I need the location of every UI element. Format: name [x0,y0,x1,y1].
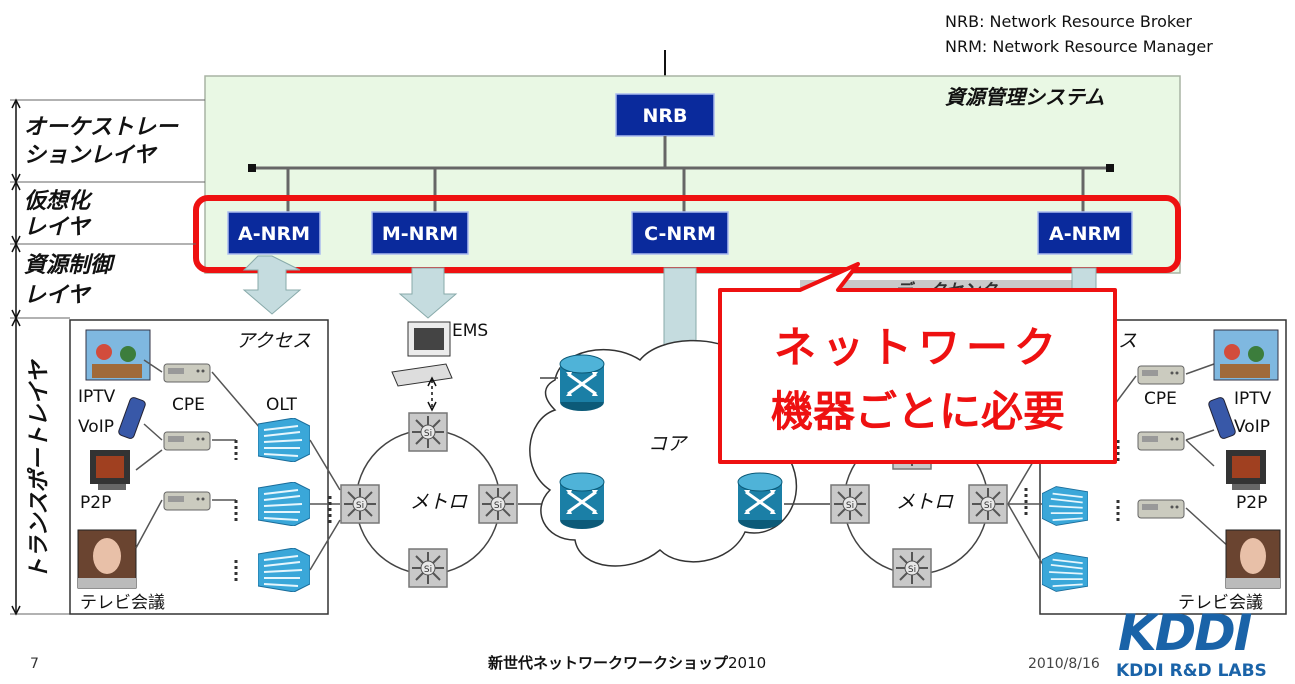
iptv-right-icon [1213,329,1279,381]
ems-label: EMS [452,321,488,341]
nrm-label-c: C-NRM [644,223,716,245]
switch-metro-left-bottom [408,548,448,588]
footer-workshop-name: 新世代ネットワークワークショップ [488,654,729,672]
callout-line-2: 機器ごとに必要 [771,387,1065,436]
nrm-label-a-left: A-NRM [238,223,310,245]
layer-resource-control-1: 資源制御 [24,253,116,278]
cpe-left-3 [163,491,211,511]
tv-conference-right-icon [1225,529,1281,589]
ems-icon [391,321,453,387]
layer-virtualization-2: レイヤ [24,215,92,240]
metro-left-label: メトロ [410,491,468,513]
callout-box [718,262,1117,464]
label-iptv-left: IPTV [78,387,116,407]
switch-metro-left-right [478,484,518,524]
legend-nrm: NRM: Network Resource Manager [945,37,1213,56]
pc-right-icon [1226,450,1266,490]
label-olt-left: OLT [266,395,298,415]
kddi-labs-label: KDDI R&D LABS [1116,661,1267,681]
pc-left-icon [90,450,130,490]
switch-metro-left-left [340,484,380,524]
label-cpe-left: CPE [172,395,205,415]
arrow-down-access-left [242,255,302,315]
router-core-1 [558,354,606,412]
access-right-box [1039,319,1287,615]
olt-right-3 [1042,552,1088,592]
legend-nrb: NRB: Network Resource Broker [945,12,1192,31]
olt-left-1 [258,418,310,462]
layer-orchestration-1: オーケストレー [24,115,179,140]
layer-transport: トランスポートレイヤ [26,358,52,580]
nrb-label: NRB [642,105,687,127]
cpe-left-2 [163,431,211,451]
layer-orchestration-2: ションレイヤ [24,143,158,168]
layer-resource-control-2: レイヤ [24,283,92,308]
nrm-box-m [371,211,469,255]
switch-metro-right-right [968,484,1008,524]
switch-metro-right-bottom [892,548,932,588]
phone-left-icon [118,397,146,439]
cpe-right-1 [1137,365,1185,385]
label-voip-left: VoIP [78,417,114,437]
nrb-box [615,93,715,137]
label-p2p-right: P2P [1236,493,1267,513]
cpe-left-1 [163,363,211,383]
olt-right-2 [1042,486,1088,526]
metro-right-label: メトロ [896,491,954,513]
label-tv-left: テレビ会議 [80,593,165,613]
page-number: 7 [30,656,39,672]
router-core-3 [736,472,784,530]
arrow-down-ems [398,267,458,319]
nrm-label-a-right: A-NRM [1049,223,1121,245]
label-voip-right: VoIP [1234,417,1270,437]
olt-left-2 [258,482,310,526]
nrm-box-c [631,211,729,255]
label-cpe-right: CPE [1144,389,1177,409]
label-p2p-left: P2P [80,493,111,513]
olt-left-3 [258,548,310,592]
switch-metro-right-left [830,484,870,524]
iptv-left-icon [85,329,151,381]
router-core-2 [558,472,606,530]
cpe-right-3 [1137,499,1185,519]
cpe-right-2 [1137,431,1185,451]
callout-line-1: ネットワーク [774,323,1062,372]
label-iptv-right: IPTV [1234,389,1272,409]
kddi-logo: KDDI [1118,604,1252,662]
footer-workshop: 新世代ネットワークワークショップ2010 [488,654,766,672]
layer-virtualization-1: 仮想化 [24,189,93,214]
nrm-label-m: M-NRM [382,223,458,245]
tv-conference-left-icon [77,529,137,589]
label-tv-right: テレビ会議 [1178,593,1263,613]
footer-date: 2010/8/16 [1028,656,1100,672]
switch-metro-left-top [408,412,448,452]
access-left-box [69,319,329,615]
access-right-label: ス [1118,330,1137,352]
nrm-box-a-right [1037,211,1133,255]
core-label: コア [648,433,688,455]
footer-workshop-year: 2010 [728,654,766,672]
nrm-box-a-left [227,211,321,255]
system-label: 資源管理システム [945,85,1104,109]
access-left-label: アクセス [236,330,311,352]
phone-right-icon [1208,397,1236,439]
